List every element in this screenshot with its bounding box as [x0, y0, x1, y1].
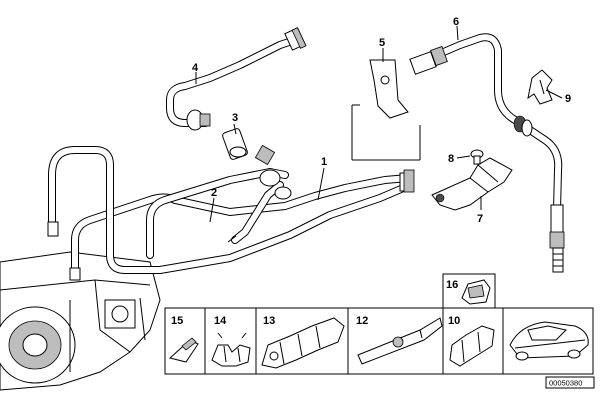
- document-number-box: 00050380: [545, 376, 595, 389]
- clip-14: [211, 332, 251, 367]
- bracket-7: [431, 157, 513, 211]
- callout-7: 7: [477, 213, 483, 225]
- bracket-5: [351, 59, 421, 161]
- callout-14: 14: [214, 315, 227, 327]
- callout-2: 2: [211, 187, 217, 199]
- clip-9: [527, 69, 553, 105]
- clip-10: [449, 325, 495, 367]
- callout-4: 4: [192, 62, 199, 74]
- callout-15: 15: [171, 315, 183, 327]
- callout-6: 6: [453, 16, 459, 28]
- car-thumbnail: [502, 307, 594, 375]
- callout-5: 5: [379, 37, 385, 49]
- callout-labels: 1 2 3 4 5 6 7 8 9 15 14 13 12 10 16: [171, 16, 571, 327]
- callout-10: 10: [448, 315, 460, 327]
- brake-hose-6: [409, 33, 565, 273]
- clip-15: [168, 337, 199, 363]
- callout-3: 3: [232, 112, 238, 124]
- clip-13: [261, 317, 345, 369]
- brake-pipe-2: [146, 168, 289, 259]
- brake-pipe-4: [166, 27, 307, 131]
- callout-8: 8: [448, 153, 454, 165]
- clip-12: [357, 317, 443, 365]
- connector-3: [222, 128, 292, 200]
- document-number: 00050380: [549, 379, 582, 388]
- leader-lines: [195, 25, 563, 223]
- clip-16: [461, 279, 491, 305]
- callout-1: 1: [321, 156, 327, 168]
- callout-13: 13: [263, 315, 275, 327]
- callout-12: 12: [356, 315, 368, 327]
- callout-9: 9: [565, 93, 571, 105]
- bolt-8: [470, 149, 484, 165]
- abs-hydraulic-unit: [0, 251, 161, 391]
- callout-16: 16: [446, 279, 458, 291]
- brake-pipe-1: [47, 146, 415, 281]
